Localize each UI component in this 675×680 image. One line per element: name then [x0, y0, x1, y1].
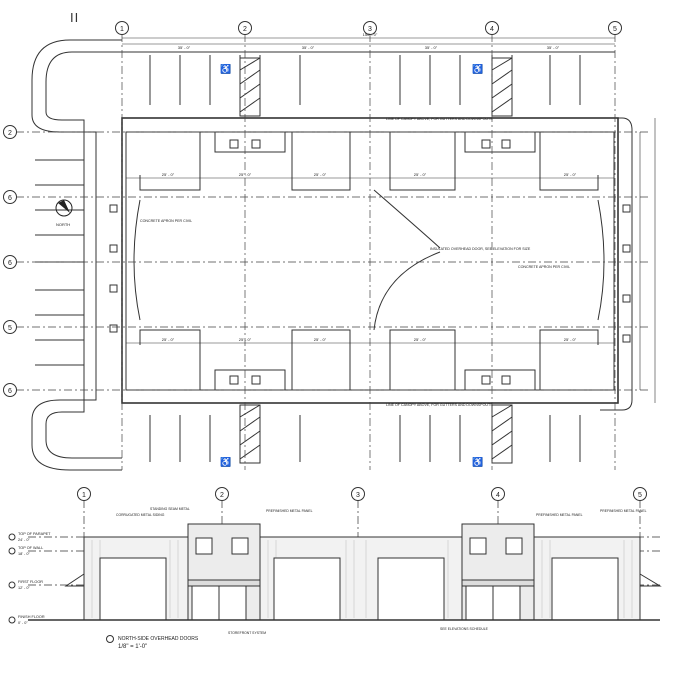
north-arrow: NORTH — [55, 199, 73, 227]
plan-note: CONCRETE APRON PER CIVIL — [140, 219, 192, 223]
elevation-levels: TOP OF PARAPET 24' - 0" TOP OF WALL 18' … — [8, 532, 51, 625]
dimension-label: 25' - 0" — [162, 337, 175, 342]
level-value: 0' - 0" — [18, 621, 28, 625]
parking-stripes-top — [122, 51, 615, 115]
elevation-overhead-doors — [99, 557, 619, 621]
dimension-label: 35' - 0" — [425, 45, 438, 50]
elevation-upper-windows — [195, 537, 523, 555]
grid-bubble-label: 3 — [356, 492, 360, 499]
elevation-title: NORTH-SIDE OVERHEAD DOORS — [118, 636, 199, 642]
dimension-label: 25' - 0" — [239, 337, 252, 342]
dimension-label: 25' - 0" — [239, 172, 252, 177]
plan-note: INSULATED OVERHEAD DOOR, SEE ELEVATION F… — [430, 247, 531, 251]
plan-grid-lines — [16, 34, 650, 470]
grid-bubble-label: 4 — [490, 26, 494, 33]
elevation-note: PREFINISHED METAL PANEL — [266, 509, 313, 513]
site-curb-right — [600, 117, 633, 411]
elevation-note: STANDING SEAM METAL — [150, 507, 190, 511]
grid-bubble-label: 1 — [120, 26, 124, 33]
elevation-grid-bubbles: 1 2 3 4 5 — [77, 487, 647, 501]
grid-bubble-label: 5 — [638, 492, 642, 499]
grid-bubble-label: 2 — [8, 130, 12, 137]
plan-fixtures — [109, 139, 631, 385]
north-label: NORTH — [56, 222, 70, 227]
dimension-label: 35' - 0" — [178, 45, 191, 50]
elevation-canopy-right — [639, 573, 662, 587]
dimension-label: 25' - 0" — [162, 172, 175, 177]
level-name: TOP OF PARAPET — [18, 532, 51, 536]
grid-bubble-label: 5 — [8, 325, 12, 332]
grid-bubble-label: 4 — [496, 492, 500, 499]
grid-bubble-label: 2 — [243, 26, 247, 33]
plan-grid-bubbles-top: 1 2 3 4 5 — [115, 21, 622, 35]
dimension-label: 25' - 0" — [314, 337, 327, 342]
grid-bubble-label: 6 — [8, 388, 12, 395]
dimension-label: 25' - 0" — [314, 172, 327, 177]
grid-bubble-label: 2 — [220, 492, 224, 499]
level-value: 12' - 0" — [18, 586, 30, 590]
accessible-icon: ♿ — [472, 456, 483, 467]
elevation-notes: CORRUGATED METAL SIDING STANDING SEAM ME… — [116, 507, 647, 635]
grid-bubble-label: 3 — [368, 26, 372, 33]
overall-dimension: 150' - 0" — [363, 32, 378, 37]
elevation-canopy-left — [64, 573, 85, 587]
parking-stripes-bottom — [149, 405, 581, 462]
elevation-note: PREFINISHED METAL PANEL — [536, 513, 583, 517]
sheet-corner-mark: II — [70, 10, 80, 25]
dimension-label: 35' - 0" — [547, 45, 560, 50]
plan-notes: LINE OF CANOPY ABOVE, FOR GUTTERS AND DO… — [140, 117, 570, 407]
dimension-label: 25' - 0" — [414, 172, 427, 177]
parking-stripes-left — [35, 159, 84, 366]
plan-note: LINE OF CANOPY ABOVE, FOR GUTTERS AND DO… — [386, 117, 493, 121]
plan-bay-dims-row1: 25' - 0" 25' - 0" 25' - 0" 25' - 0" 25' … — [162, 172, 577, 177]
grid-bubble-label: 1 — [82, 492, 86, 499]
dimension-label: 25' - 0" — [564, 337, 577, 342]
plan-note: LINE OF CANOPY ABOVE, FOR GUTTERS AND DO… — [386, 403, 493, 407]
accessible-icon: ♿ — [220, 456, 231, 467]
plan-grid-bubbles-left: 2 6 6 5 6 — [3, 125, 17, 397]
elevation-scale: 1/8" = 1'-0" — [118, 644, 147, 650]
plan-dimensions-top: 150' - 0" 35' - 0" 35' - 0" 35' - 0" 35'… — [178, 32, 560, 50]
elevation-note: SEE ELEVATIONS SCHEDULE — [440, 627, 489, 631]
elevation-note: PREFINISHED METAL PANEL — [600, 509, 647, 513]
level-name: FIRST FLOOR — [18, 580, 43, 584]
site-curb-left-inner — [45, 51, 122, 459]
dimension-lines — [122, 37, 656, 403]
elevation-title-block: NORTH-SIDE OVERHEAD DOORS 1/8" = 1'-0" — [106, 635, 199, 650]
level-name: FINISH FLOOR — [18, 615, 45, 619]
elevation-note: CORRUGATED METAL SIDING — [116, 513, 165, 517]
grid-bubble-label: 6 — [8, 260, 12, 267]
dimension-label: 25' - 0" — [414, 337, 427, 342]
plan-note: CONCRETE APRON PER CIVIL — [518, 265, 570, 269]
storefront-bays — [139, 132, 599, 390]
level-name: TOP OF WALL — [18, 546, 43, 550]
level-value: 18' - 0" — [18, 552, 30, 556]
elevation-note: STOREFRONT SYSTEM — [228, 631, 266, 635]
dimension-label: 35' - 0" — [302, 45, 315, 50]
accessible-icon: ♿ — [472, 63, 483, 74]
elevation-storefronts — [187, 579, 535, 621]
level-value: 24' - 0" — [18, 538, 30, 542]
plan-bay-dims-row2: 25' - 0" 25' - 0" 25' - 0" 25' - 0" 25' … — [162, 337, 577, 342]
north-elevation — [28, 500, 662, 622]
accessible-symbols: ♿ ♿ ♿ ♿ — [220, 63, 483, 467]
accessible-icon: ♿ — [220, 63, 231, 74]
grid-bubble-label: 6 — [8, 195, 12, 202]
dimension-label: 25' - 0" — [564, 172, 577, 177]
grid-bubble-label: 5 — [613, 26, 617, 33]
door-swings — [133, 189, 605, 331]
